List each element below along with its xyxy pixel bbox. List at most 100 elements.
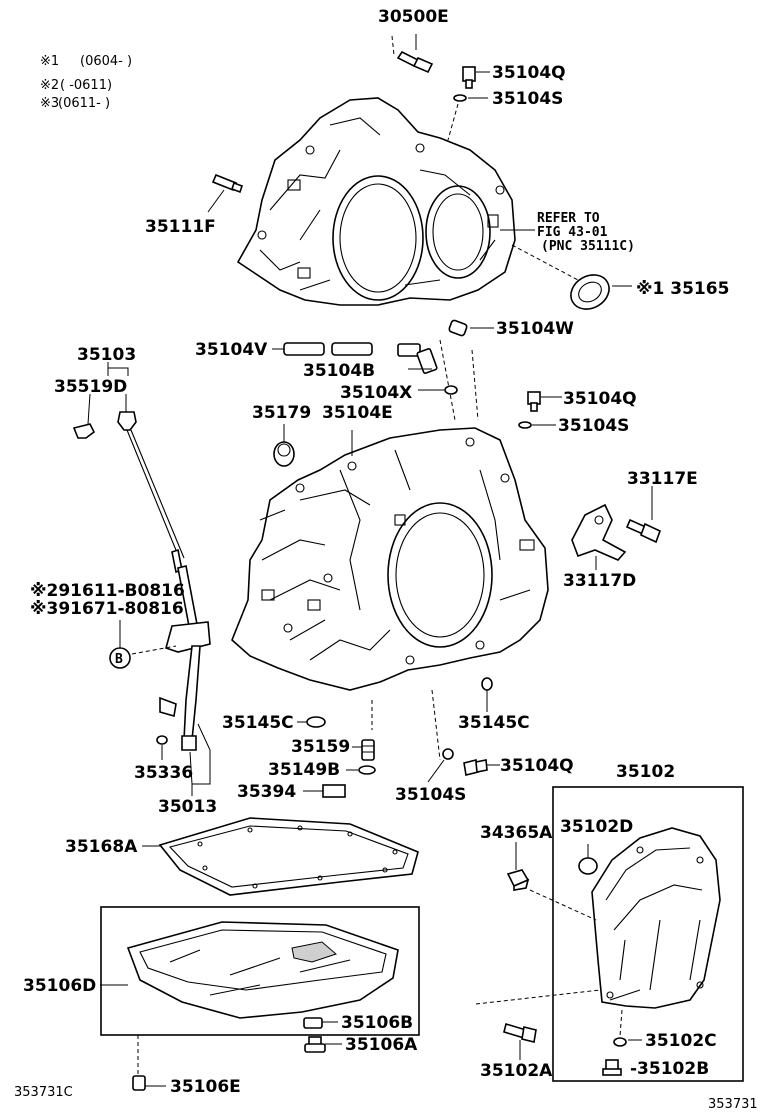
oring-35145c-a[interactable] xyxy=(306,716,326,728)
label-35104s-top: 35104S xyxy=(492,89,563,109)
label-35104v: 35104V xyxy=(195,340,268,360)
tubes-35104v[interactable] xyxy=(283,342,373,356)
footer-code-right: 353731 xyxy=(708,1097,758,1112)
guide-tube-35013[interactable] xyxy=(159,565,211,751)
label-35104x: 35104X xyxy=(340,383,412,403)
label-35106e: 35106E xyxy=(170,1077,241,1097)
pin-35104w[interactable] xyxy=(448,319,468,337)
bolt-35106e[interactable] xyxy=(132,1075,146,1091)
label-35165: ※1 35165 xyxy=(636,279,729,299)
plug-35102d[interactable] xyxy=(578,857,598,875)
label-35102a: 35102A xyxy=(480,1061,553,1081)
footer-code-left: 353731C xyxy=(14,1085,73,1100)
label-35013: 35013 xyxy=(158,797,217,817)
oring-35102c[interactable] xyxy=(613,1037,627,1047)
oring-35336[interactable] xyxy=(156,735,168,745)
label-34365a: 34365A xyxy=(480,823,553,843)
label-35145c-b: 35145C xyxy=(458,713,530,733)
note-3-mark: ※3 xyxy=(40,96,59,111)
label-35519d: 35519D xyxy=(54,377,127,397)
plug-35179[interactable] xyxy=(273,441,295,467)
label-35104s-bottom: 35104S xyxy=(395,785,466,805)
dash-35104s-top xyxy=(447,103,459,141)
plug-35106b[interactable] xyxy=(303,1017,323,1029)
dash-35165 xyxy=(511,244,579,281)
note-1-mark: ※1 xyxy=(40,54,59,69)
label-35102: 35102 xyxy=(616,762,675,782)
magnet-35394[interactable] xyxy=(322,784,346,798)
label-35106b: 35106B xyxy=(341,1013,413,1033)
seal-35104s-mid[interactable] xyxy=(518,421,532,429)
label-33117e: 33117E xyxy=(627,469,698,489)
oring-35104s-bottom[interactable] xyxy=(442,748,454,760)
leader-35111f xyxy=(207,189,225,213)
plug-35106a[interactable] xyxy=(304,1036,326,1053)
washer-35149b[interactable] xyxy=(358,765,376,775)
refer-line-2: FIG 43-01 xyxy=(537,225,608,240)
label-35145c-a: 35145C xyxy=(222,713,294,733)
leaders-35104q-s-mid xyxy=(532,396,562,426)
seal-35104s-top[interactable] xyxy=(453,94,467,102)
elbow-35104b[interactable] xyxy=(397,343,438,374)
refer-line-3: (PNC 35111C) xyxy=(541,239,635,254)
label-35149b: 35149B xyxy=(268,760,340,780)
bolt-30500e[interactable] xyxy=(391,35,434,74)
label-35104q-mid: 35104Q xyxy=(563,389,637,409)
leader-35013-b xyxy=(197,723,211,751)
oil-pan-box xyxy=(100,906,420,1036)
label-35179: 35179 xyxy=(252,403,311,423)
nut-34365a[interactable] xyxy=(506,869,530,891)
label-91671: ※391671-80816 xyxy=(30,599,184,619)
bolt-35104q-mid[interactable] xyxy=(527,391,541,412)
dipstick-35103[interactable] xyxy=(117,411,185,574)
label-35111f: 35111F xyxy=(145,217,216,237)
leaders-35104q-s-top xyxy=(468,71,490,99)
bolt-35102a[interactable] xyxy=(503,1022,537,1043)
leader-35103-35519d xyxy=(87,362,129,425)
circle-b-marker xyxy=(109,647,131,669)
bolt-35111f[interactable] xyxy=(211,173,244,194)
converter-housing[interactable] xyxy=(236,97,516,306)
label-35106d: 35106D xyxy=(23,976,96,996)
dash-35102c xyxy=(619,1009,623,1037)
label-35336: 35336 xyxy=(134,763,193,783)
label-35104w: 35104W xyxy=(496,319,574,339)
leader-35104s-bottom xyxy=(427,759,445,783)
label-33117d: 33117D xyxy=(563,571,636,591)
dash-34365a xyxy=(529,889,597,921)
oil-pan-35106d[interactable] xyxy=(126,921,399,1019)
plug-35159[interactable] xyxy=(361,739,375,761)
label-35104q-top: 35104Q xyxy=(492,63,566,83)
dash-35104w xyxy=(439,339,456,421)
extension-housing-35102[interactable] xyxy=(591,827,721,1009)
oring-35104x[interactable] xyxy=(444,385,458,395)
bracket-33117d[interactable] xyxy=(571,503,627,561)
variant-notes: ※1 (0604- ) ※2 ( -0611) ※3 (0611- ) xyxy=(40,54,132,111)
leader-35013 xyxy=(189,750,211,796)
bolt-33117e[interactable] xyxy=(625,518,662,544)
label-35104q-bottom: 35104Q xyxy=(500,756,574,776)
label-91611: ※291611-B0816 xyxy=(30,581,185,601)
transaxle-case[interactable] xyxy=(231,427,549,691)
extension-housing-box xyxy=(552,786,744,1082)
dash-case-bottom-2 xyxy=(431,689,441,761)
bolt-35104q-top[interactable] xyxy=(462,66,476,89)
dash-mid-2 xyxy=(471,349,479,421)
label-35102d: 35102D xyxy=(560,817,633,837)
circle-b-label: B xyxy=(115,652,123,667)
oring-35145c-b[interactable] xyxy=(481,677,493,691)
label-35102c: 35102C xyxy=(645,1031,717,1051)
label-30500e: 30500E xyxy=(378,7,449,27)
label-35102b: -35102B xyxy=(630,1059,709,1079)
label-35104s-mid: 35104S xyxy=(558,416,629,436)
pan-gasket-35168a[interactable] xyxy=(158,817,419,896)
label-35159: 35159 xyxy=(291,737,350,757)
bolt-35104q-bottom[interactable] xyxy=(463,759,488,776)
dash-91611 xyxy=(131,645,177,655)
bolt-35102b[interactable] xyxy=(602,1059,622,1076)
refer-line-1: REFER TO xyxy=(537,211,600,226)
clip-35519d[interactable] xyxy=(72,423,96,439)
oil-seal-35165[interactable] xyxy=(565,268,616,316)
note-1-text: (0604- ) xyxy=(80,54,132,69)
